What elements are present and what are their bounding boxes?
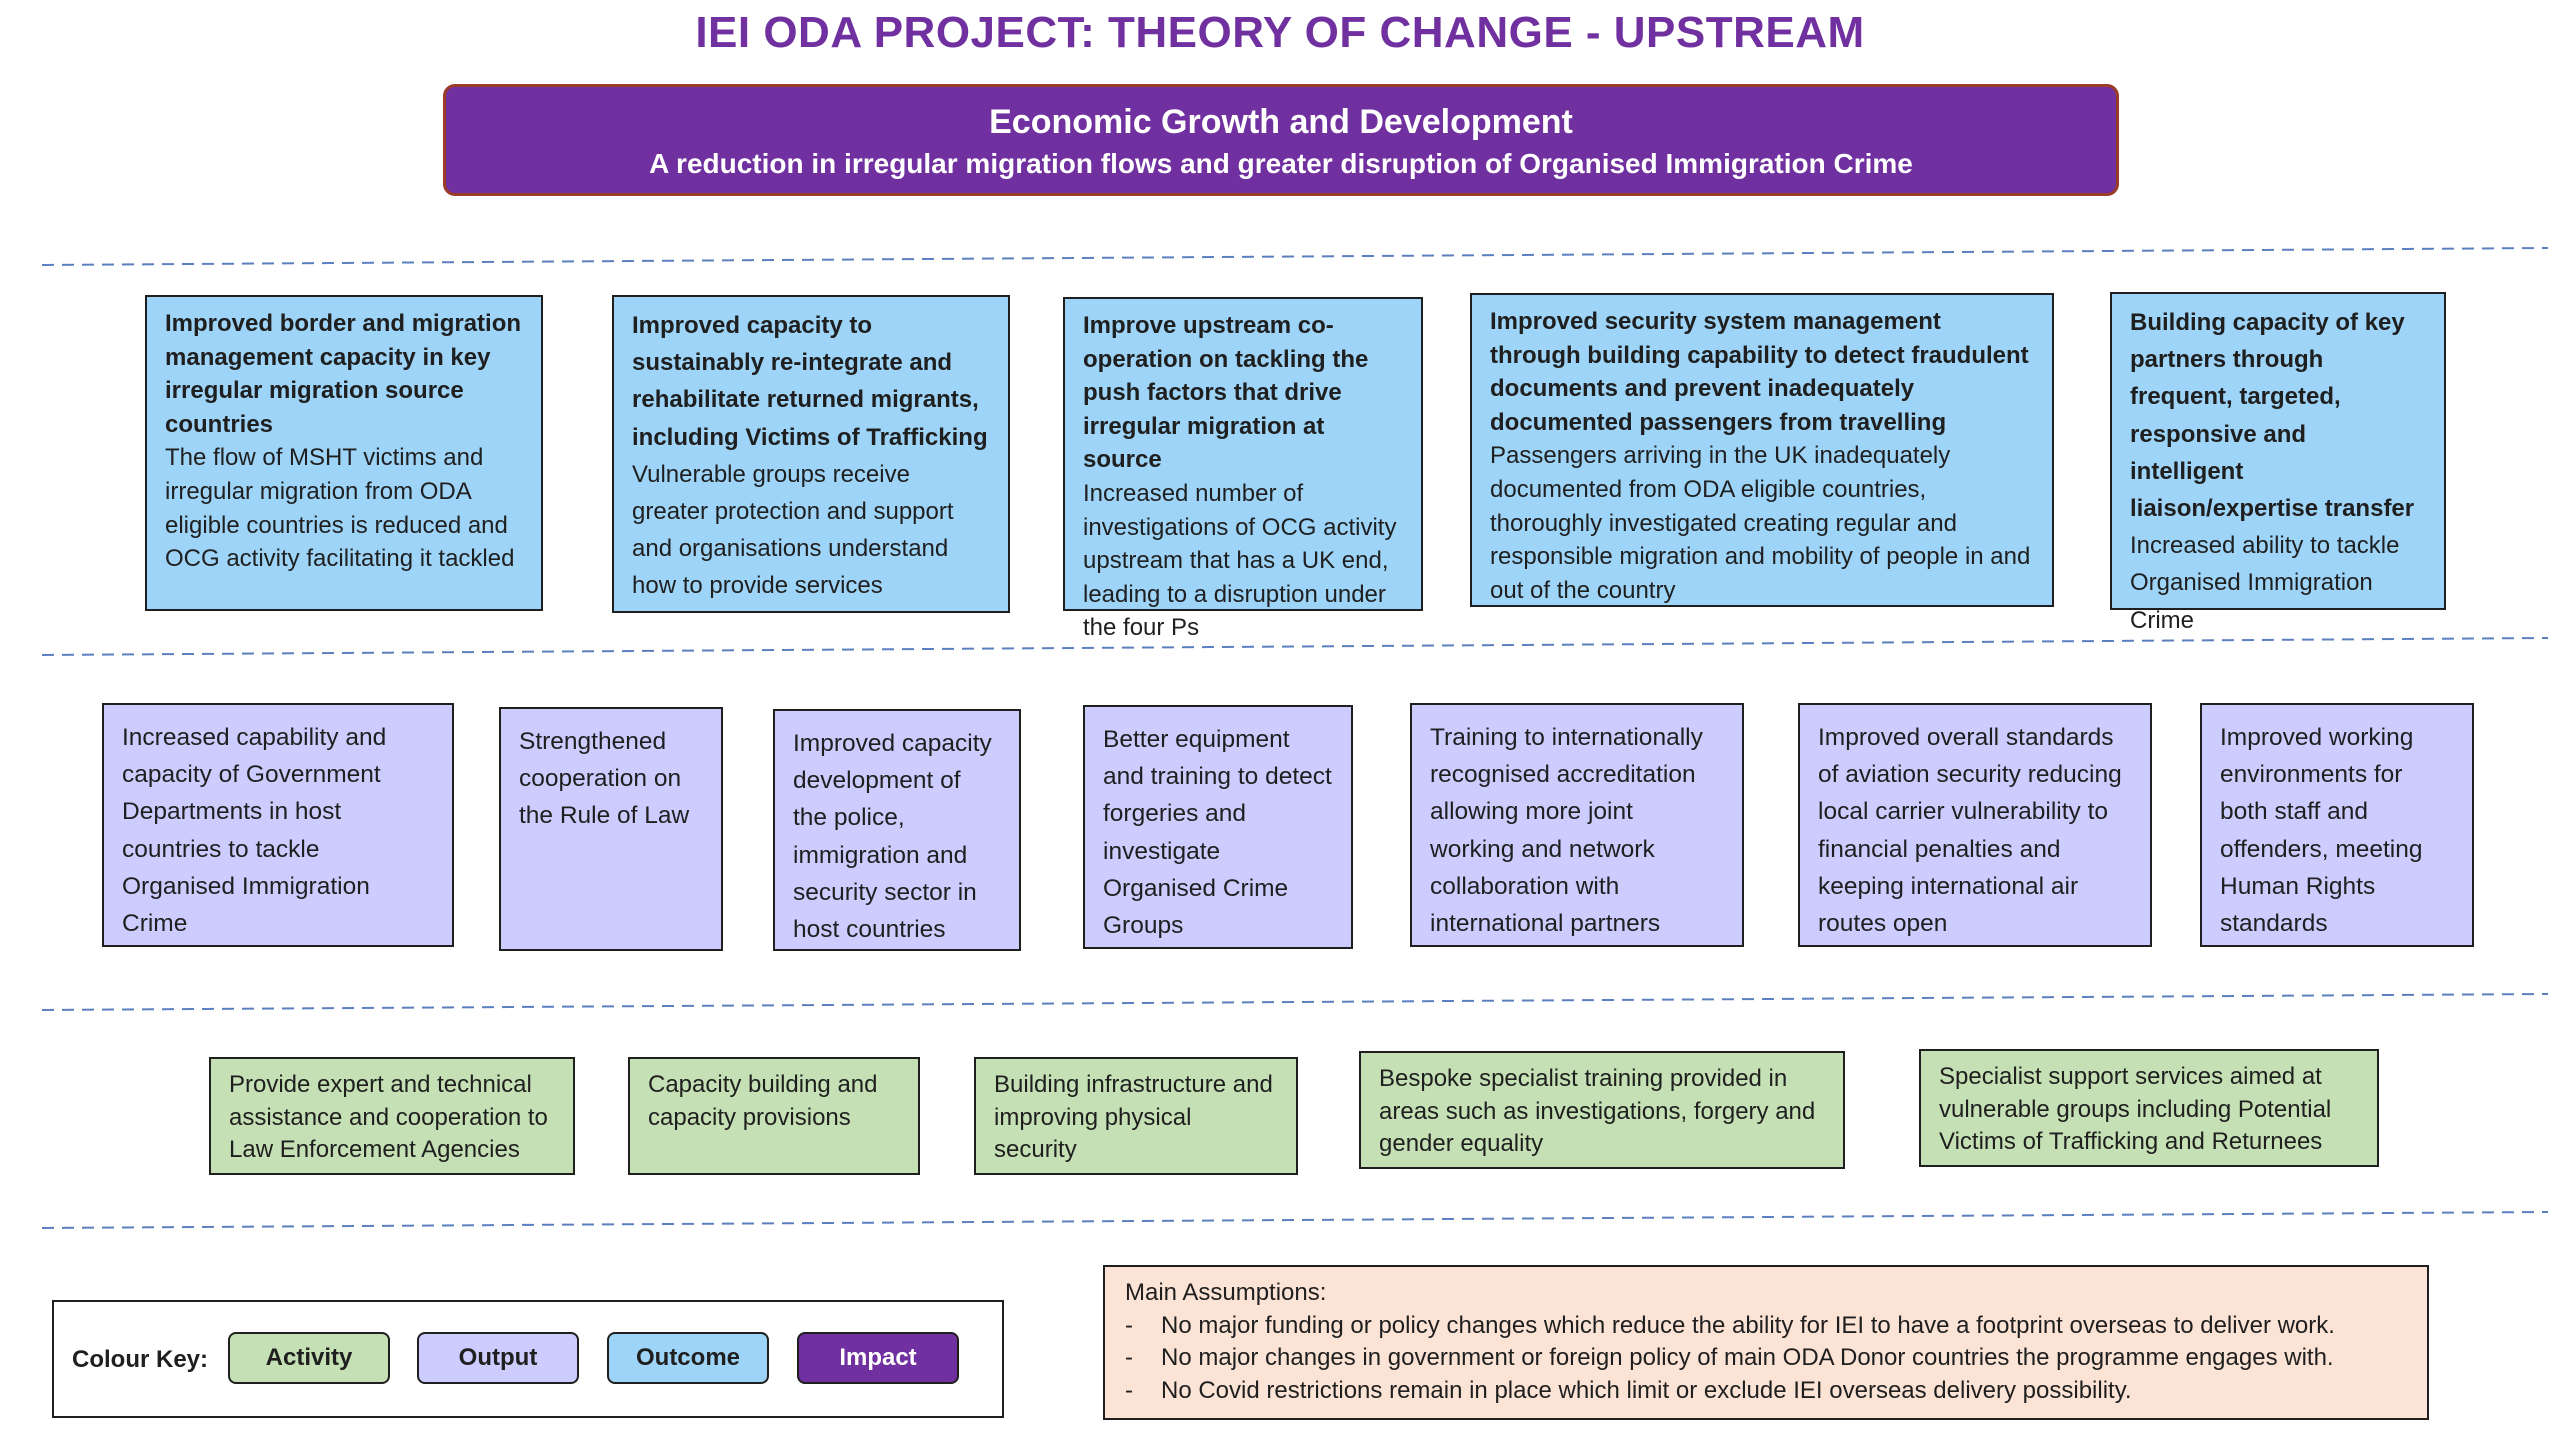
outcome-body: Vulnerable groups receive greater protec… (632, 460, 954, 600)
assumption-item: No major funding or policy changes which… (1125, 1310, 2407, 1343)
output-box: Improved capacity development of the pol… (773, 709, 1021, 951)
impact-box: Economic Growth and Development A reduct… (443, 84, 2119, 196)
outcome-heading: Improved border and migration management… (165, 310, 522, 438)
divider-activity-key (41, 1211, 2549, 1229)
output-box: Improved overall standards of aviation s… (1798, 703, 2152, 947)
divider-outcome-output (41, 637, 2549, 656)
key-output: Output (417, 1332, 579, 1384)
diagram-title: IEI ODA PROJECT: THEORY OF CHANGE - UPST… (695, 8, 1865, 57)
output-box: Increased capability and capacity of Gov… (102, 703, 454, 947)
outcome-heading: Building capacity of key partners throug… (2130, 309, 2415, 522)
divider-output-activity (41, 993, 2549, 1011)
outcome-box: Building capacity of key partners throug… (2110, 292, 2446, 634)
impact-heading: Economic Growth and Development (989, 103, 1573, 141)
colour-key-label: Colour Key: (72, 1346, 209, 1373)
outcome-body: Passengers arriving in the UK inadequate… (1490, 442, 2031, 604)
key-outcome: Outcome (607, 1332, 769, 1384)
activity-box: Provide expert and technical assistance … (209, 1057, 575, 1175)
outcome-body: Increased ability to tackle Organised Im… (2130, 532, 2400, 634)
outcome-body: Increased number of investigations of OC… (1083, 479, 1397, 642)
outcome-heading: Improved capacity to sustainably re-inte… (632, 312, 988, 451)
outcome-box: Improved security system management thro… (1470, 293, 2054, 607)
outcome-box: Improved border and migration management… (145, 295, 543, 611)
impact-subheading: A reduction in irregular migration flows… (649, 148, 1913, 179)
assumptions-heading: Main Assumptions: (1125, 1279, 1327, 1306)
assumptions-box: Main Assumptions: No major funding or po… (1103, 1265, 2429, 1420)
output-box: Better equipment and training to detect … (1083, 705, 1353, 949)
outcome-box: Improve upstream co-operation on tacklin… (1063, 297, 1423, 641)
assumption-item: No major changes in government or foreig… (1125, 1342, 2407, 1375)
divider-impact-outcome (41, 247, 2549, 266)
activity-box: Specialist support services aimed at vul… (1919, 1049, 2379, 1167)
output-box: Training to internationally recognised a… (1410, 703, 1744, 947)
output-box: Improved working environments for both s… (2200, 703, 2474, 947)
assumptions-list: No major funding or policy changes which… (1125, 1310, 2407, 1408)
activity-box: Bespoke specialist training provided in … (1359, 1051, 1845, 1169)
assumption-item: No Covid restrictions remain in place wh… (1125, 1375, 2407, 1408)
key-impact: Impact (797, 1332, 959, 1384)
outcome-box: Improved capacity to sustainably re-inte… (612, 295, 1010, 613)
key-activity: Activity (228, 1332, 390, 1384)
activity-box: Capacity building and capacity provision… (628, 1057, 920, 1175)
output-box: Strengthened cooperation on the Rule of … (499, 707, 723, 951)
outcome-body: The flow of MSHT victims and irregular m… (165, 444, 515, 573)
outcome-heading: Improved security system management thro… (1490, 308, 2029, 436)
colour-key: Colour Key: Activity Output Outcome Impa… (52, 1300, 1004, 1418)
outcome-heading: Improve upstream co-operation on tacklin… (1083, 312, 1369, 474)
activity-box: Building infrastructure and improving ph… (974, 1057, 1298, 1175)
